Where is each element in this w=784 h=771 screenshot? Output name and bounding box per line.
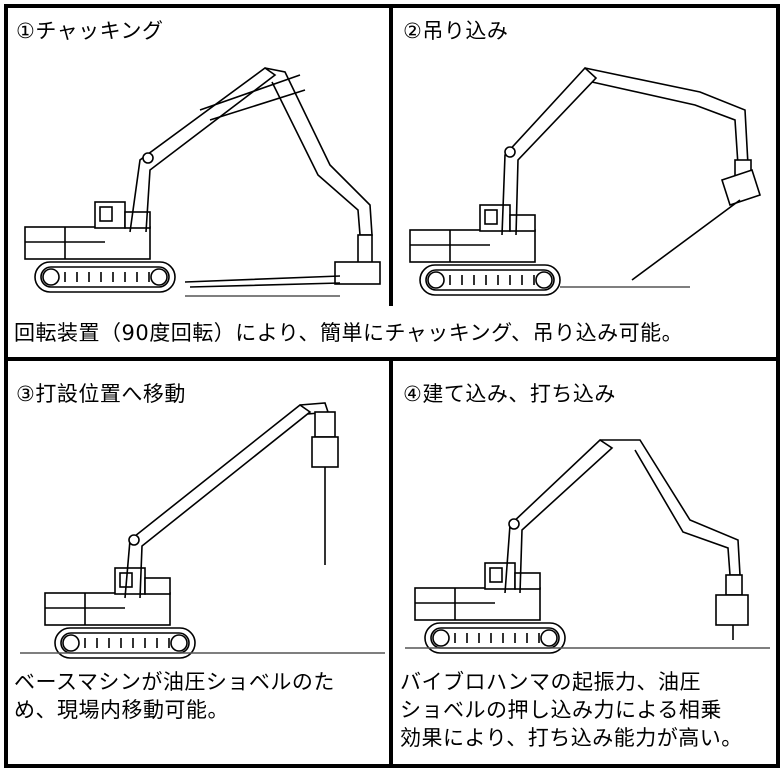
divider-vertical-top [389, 4, 393, 306]
panel-title-driving: ④建て込み、打ち込み [403, 382, 616, 406]
excavator-driving [405, 438, 770, 654]
caption-line: め、現場内移動可能。 [14, 698, 229, 722]
divider-vertical-bottom [389, 357, 393, 768]
caption-line: ショベルの押し込み力による相乗 [400, 698, 722, 722]
outer-border-left [4, 4, 8, 768]
panel-title-chucking: ①チャッキング [16, 19, 164, 43]
caption-line: バイブロハンマの起振力、油圧 [400, 670, 701, 694]
excavator-moving [20, 402, 385, 659]
panel-title-lifting: ②吊り込み [403, 19, 509, 43]
caption-top: 回転装置（90度回転）により、簡単にチャッキング、吊り込み可能。 [14, 321, 684, 345]
caption-bottom-left: ベースマシンが油圧ショベルのた め、現場内移動可能。 [14, 668, 335, 724]
caption-line: ベースマシンが油圧ショベルのた [14, 670, 335, 694]
excavator-lifting [409, 66, 762, 296]
excavator-chucking [24, 67, 381, 297]
outer-border-right [776, 4, 780, 768]
caption-line: 効果により、打ち込み能力が高い。 [400, 726, 743, 750]
panel-title-moving: ③打設位置へ移動 [16, 382, 186, 406]
caption-bottom-right: バイブロハンマの起振力、油圧 ショベルの押し込み力による相乗 効果により、打ち込… [400, 668, 743, 752]
